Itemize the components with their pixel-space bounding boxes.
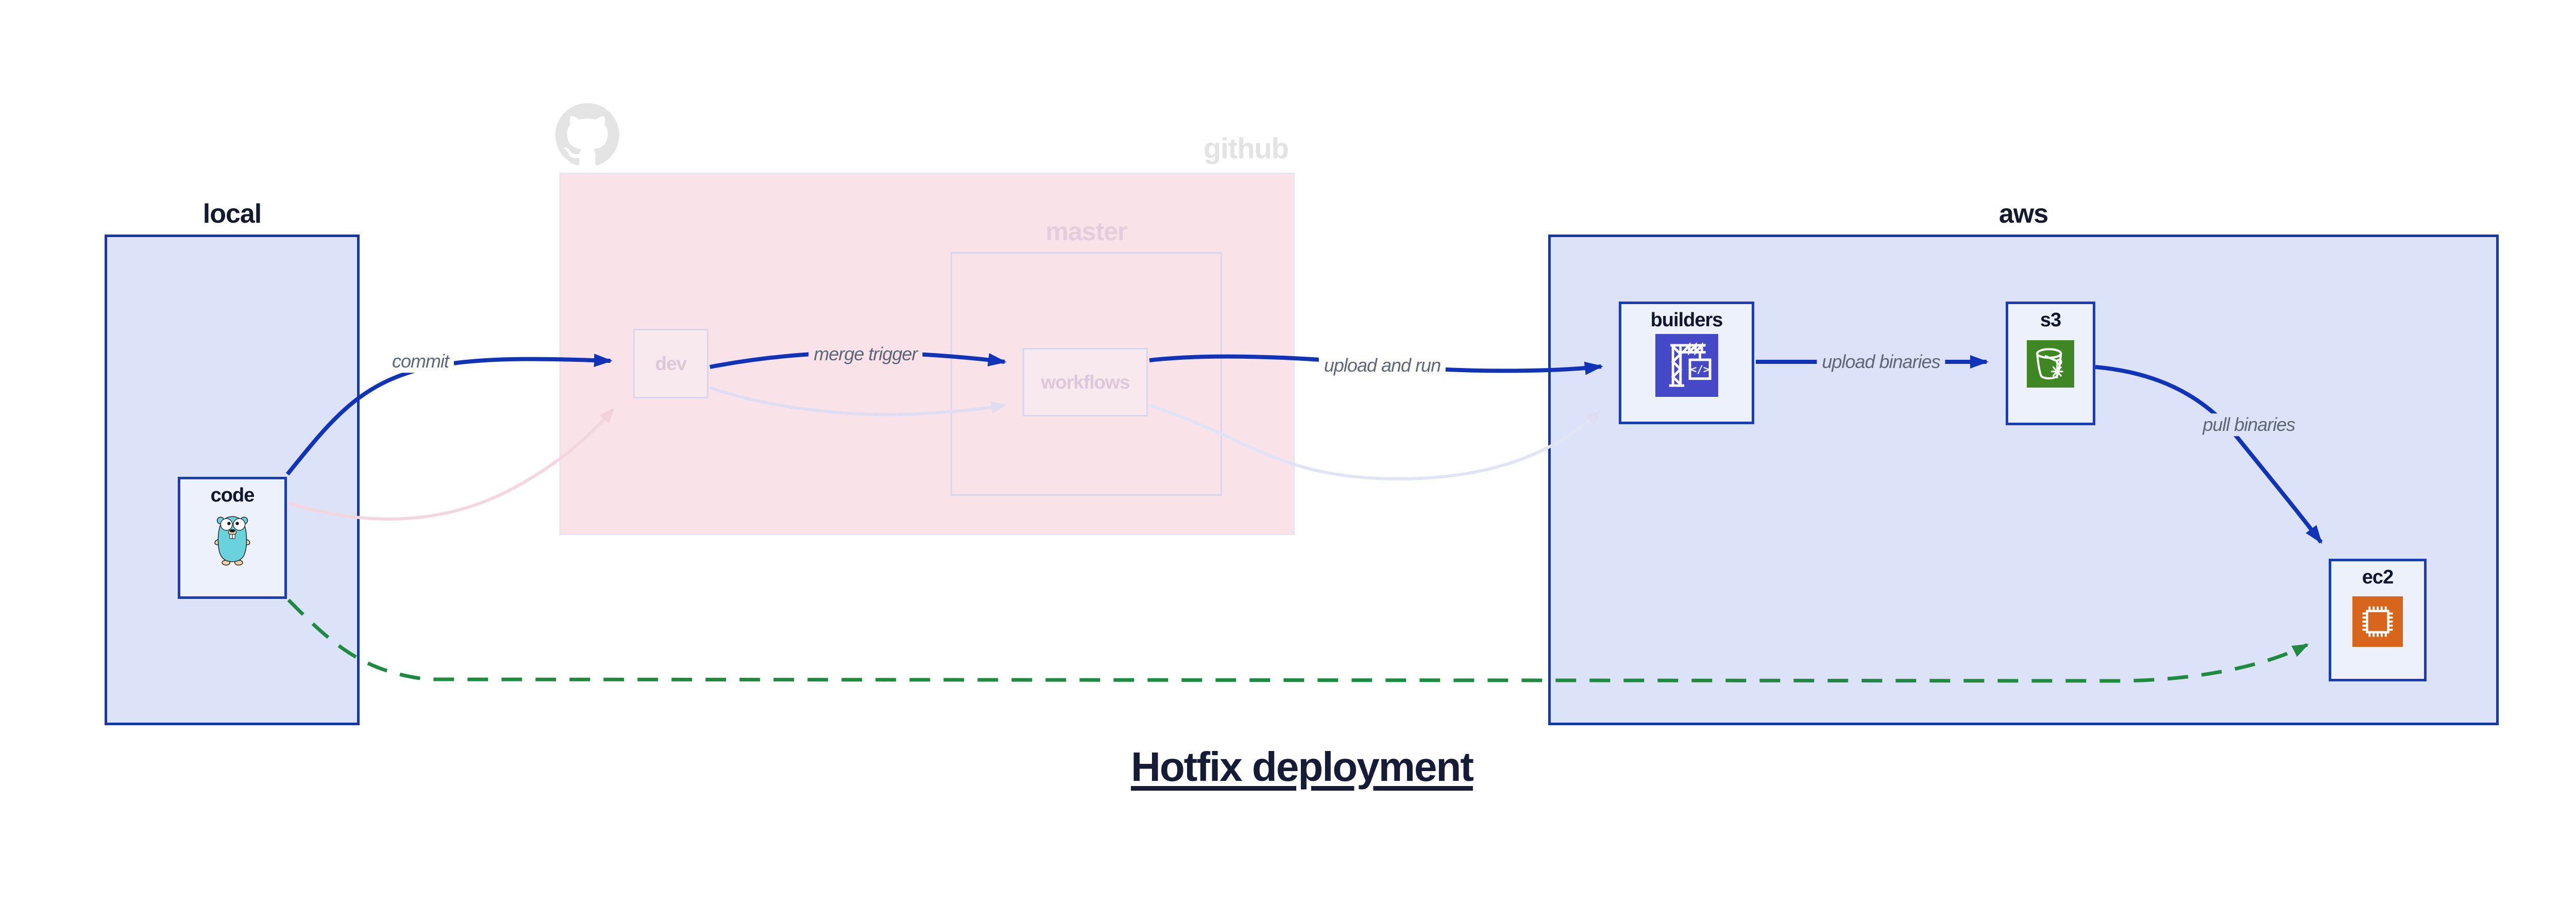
node-workflows: workflows: [1023, 348, 1148, 416]
node-s3: s3: [2006, 302, 2095, 425]
github-container-label: github: [1203, 132, 1289, 164]
node-ec2: ec2: [2329, 559, 2427, 681]
edge-label-upload-binaries: upload binaries: [1817, 350, 1945, 373]
node-ec2-label: ec2: [2362, 566, 2394, 588]
aws-container-label: aws: [1998, 199, 2048, 229]
node-builders: builders </>: [1619, 302, 1754, 424]
node-code: code: [178, 477, 287, 599]
diagram-title: Hotfix deployment: [1131, 744, 1474, 790]
node-workflows-label: workflows: [1041, 371, 1130, 393]
github-octocat-icon: [555, 103, 619, 167]
node-dev-label: dev: [655, 353, 687, 374]
node-code-label: code: [210, 485, 255, 506]
codebuild-crane-icon: </>: [1655, 334, 1718, 397]
go-gopher-icon: [213, 511, 252, 567]
edge-label-merge-trigger: merge trigger: [808, 343, 923, 365]
ec2-chip-icon: [2352, 596, 2403, 647]
node-builders-label: builders: [1650, 309, 1723, 331]
edge-faded-dev-workflows: [709, 386, 1007, 416]
edge-label-pull-binaries: pull binaries: [2197, 413, 2300, 436]
local-container-label: local: [202, 199, 262, 229]
s3-bucket-icon: [2027, 340, 2074, 388]
edge-label-commit: commit: [387, 350, 454, 373]
node-dev: dev: [633, 329, 708, 398]
edge-faded-code-dev: [288, 407, 615, 521]
master-container-label: master: [1045, 217, 1128, 246]
node-s3-label: s3: [2040, 309, 2061, 331]
svg-text:</>: </>: [1690, 363, 1709, 376]
edge-label-upload-and-run: upload and run: [1318, 354, 1446, 377]
edge-faded-workflows-builders: [1149, 404, 1601, 481]
